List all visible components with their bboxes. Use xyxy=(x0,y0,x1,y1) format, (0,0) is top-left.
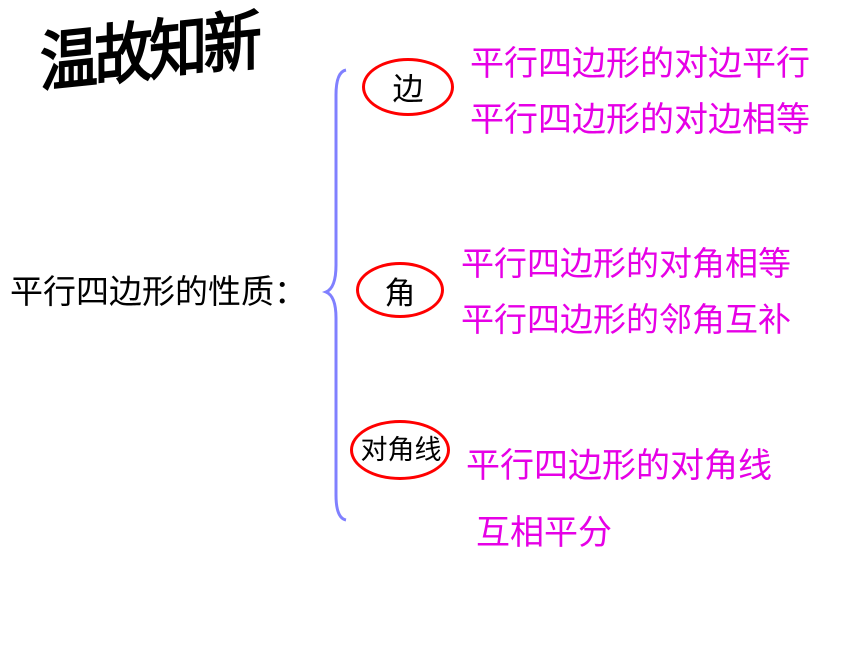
angle-circle xyxy=(356,262,444,318)
angle-property-1: 平行四边形的对角相等 xyxy=(461,244,791,283)
main-label: 平行四边形的性质： xyxy=(10,272,307,311)
angle-property-2: 平行四边形的邻角互补 xyxy=(461,300,791,339)
side-circle xyxy=(362,58,454,116)
diagonal-circle xyxy=(350,420,450,480)
diagonal-property-1: 平行四边形的对角线 xyxy=(466,446,772,486)
category-side-label: 边 xyxy=(392,72,424,108)
category-diagonal-label: 对角线 xyxy=(360,435,442,466)
side-property-1: 平行四边形的对边平行 xyxy=(470,44,810,84)
category-angle-label: 角 xyxy=(384,276,416,312)
side-property-2: 平行四边形的对边相等 xyxy=(470,100,810,140)
diagonal-property-2: 互相平分 xyxy=(476,513,612,553)
